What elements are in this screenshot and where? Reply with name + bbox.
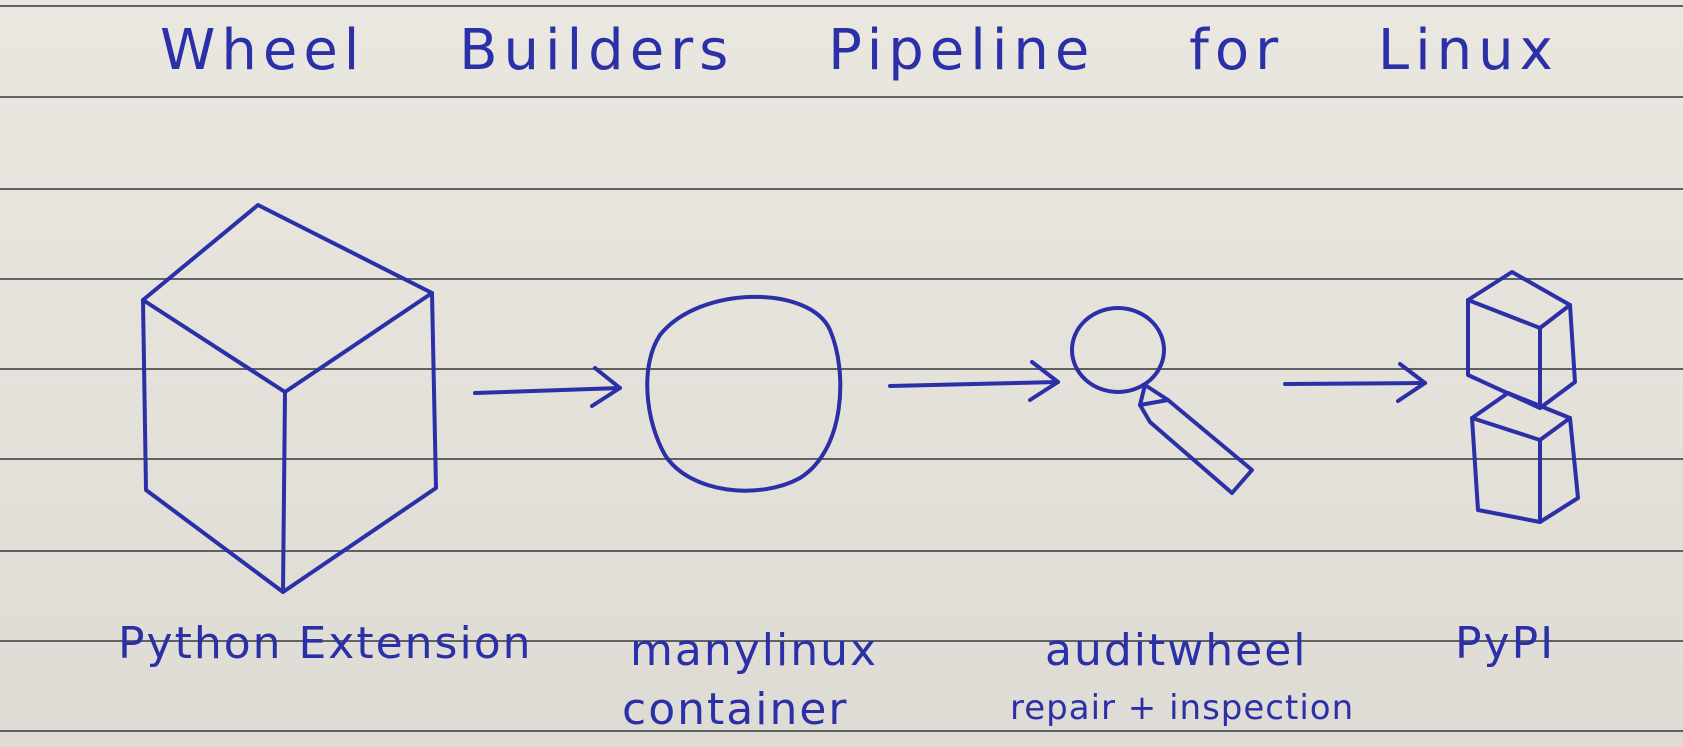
stage-label-python-extension: Python Extension bbox=[118, 618, 533, 669]
stage-label-manylinux: manylinux bbox=[630, 625, 879, 676]
ruled-line bbox=[0, 458, 1683, 460]
cube-icon bbox=[141, 203, 438, 594]
ruled-line bbox=[0, 550, 1683, 552]
ruled-line bbox=[0, 5, 1683, 7]
stage-sublabel-container: container bbox=[622, 684, 849, 735]
ruled-line bbox=[0, 730, 1683, 732]
arrow-right-icon bbox=[473, 366, 622, 408]
ruled-line bbox=[0, 188, 1683, 190]
stage-label-auditwheel: auditwheel bbox=[1045, 625, 1308, 676]
ruled-line bbox=[0, 96, 1683, 98]
arrow-right-icon bbox=[888, 360, 1060, 402]
arrow-right-icon bbox=[1283, 362, 1427, 403]
ruled-line bbox=[0, 278, 1683, 280]
diagram-title: Wheel Builders Pipeline for Linux bbox=[160, 18, 1559, 83]
ruled-line bbox=[0, 640, 1683, 642]
stacked-boxes-icon bbox=[1466, 270, 1580, 524]
circle-icon bbox=[645, 294, 843, 493]
magnifier-icon bbox=[1070, 306, 1254, 495]
ruled-line bbox=[0, 368, 1683, 370]
stage-sublabel-repair-inspection: repair + inspection bbox=[1010, 688, 1355, 728]
stage-label-pypi: PyPI bbox=[1455, 618, 1556, 669]
